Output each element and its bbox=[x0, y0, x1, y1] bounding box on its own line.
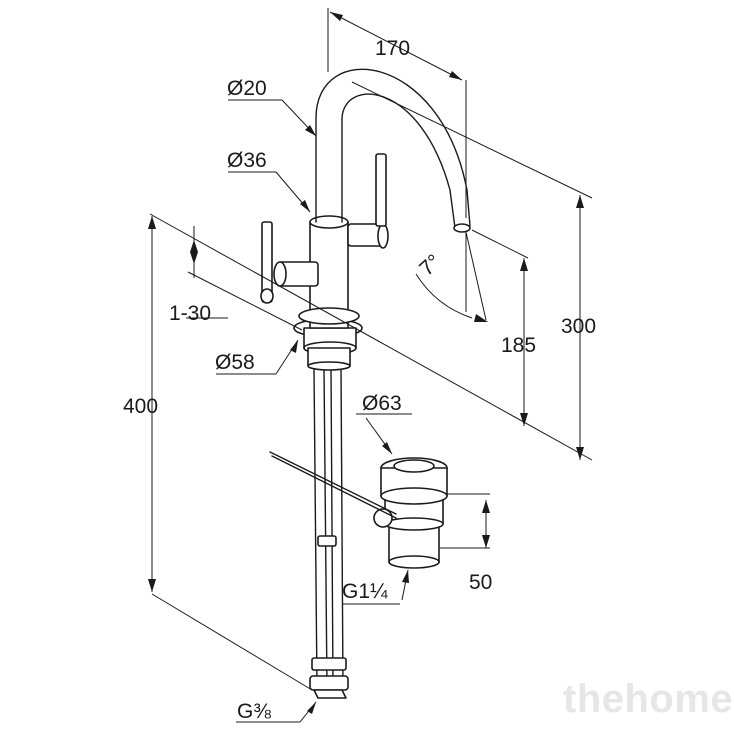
left-handle bbox=[260, 221, 319, 304]
pop-up-waste bbox=[373, 457, 448, 569]
dimension-lines bbox=[148, 8, 593, 723]
label-waste-height: 50 bbox=[469, 571, 492, 594]
faucet-body bbox=[298, 215, 360, 329]
label-countertop-thickness: 1-30 bbox=[169, 302, 211, 325]
label-waste-thread: G1¼ bbox=[342, 580, 388, 603]
drain-pull-rod bbox=[269, 451, 397, 515]
label-total-height: 400 bbox=[123, 395, 158, 418]
label-outlet-height: 185 bbox=[501, 334, 536, 357]
label-waste-diameter: Ø63 bbox=[362, 392, 402, 415]
label-spout-diameter: Ø20 bbox=[227, 77, 267, 100]
label-supply-thread: G⅜ bbox=[237, 700, 271, 723]
spout bbox=[315, 68, 471, 233]
supply-hoses bbox=[309, 367, 349, 699]
label-spout-angle: 7° bbox=[415, 250, 445, 281]
dimension-labels: 170 Ø20 Ø36 1-30 Ø58 400 Ø63 185 300 7° … bbox=[123, 37, 596, 723]
label-spout-height: 300 bbox=[561, 315, 596, 338]
right-handle bbox=[347, 153, 389, 249]
label-body-diameter: Ø36 bbox=[227, 149, 267, 172]
faucet bbox=[260, 68, 471, 699]
watermark: thehome bbox=[563, 677, 733, 721]
label-base-diameter: Ø58 bbox=[215, 351, 255, 374]
label-spout-reach: 170 bbox=[375, 37, 410, 60]
